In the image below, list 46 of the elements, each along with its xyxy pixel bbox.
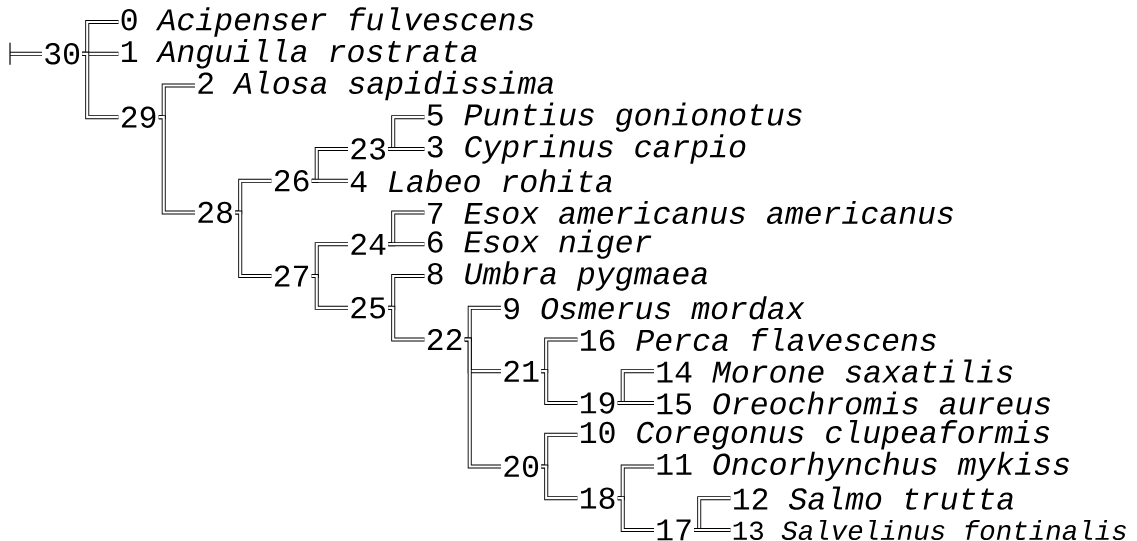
node-number: 23 [351, 138, 385, 160]
node-number: 30 [45, 43, 80, 65]
node-number: 24 [351, 233, 386, 255]
taxon-label: 15 Oreochromis aureus [657, 391, 1050, 415]
taxon-label: 2 Alosa sapidissima [198, 70, 553, 101]
root-branch [10, 51, 42, 56]
taxon-label: 6 Esox niger [428, 229, 652, 259]
node-number: 19 [581, 392, 615, 414]
node-number: 29 [121, 106, 156, 128]
tree-branch [617, 401, 654, 405]
tree-branch [541, 369, 578, 405]
node-number: 27 [274, 265, 309, 287]
tree-branch [617, 496, 654, 532]
taxon-label: 3 Cyprinus carpio [427, 134, 746, 164]
taxon-label: 9 Osmerus mordax [504, 296, 805, 320]
node-number: 25 [351, 297, 385, 319]
taxon-label: 1 Anguilla rostrata [122, 39, 477, 69]
tree-branch [694, 528, 731, 532]
taxon-label: 12 Salmo trutta [734, 486, 1013, 510]
taxon-label: 16 Perca flavescens [581, 327, 936, 352]
taxon-label: 7 Esox americanus americanus [428, 200, 953, 225]
taxon-label: 13 Salvelinus fontinalis [733, 519, 1126, 541]
tree-branch [388, 305, 425, 342]
tree-branch [464, 337, 501, 469]
node-number: 20 [504, 455, 539, 478]
taxon-label: 5 Puntius gonionotus [427, 102, 802, 132]
taxon-label: 11 Oncorhynchus mykiss [657, 451, 1069, 482]
tree-branch [388, 147, 425, 151]
tree-branch [388, 242, 425, 247]
taxon-label: 0 Acipenser fulvescens [121, 7, 534, 37]
node-number: 17 [657, 519, 691, 541]
taxon-label: 14 Morone saxatilis [657, 359, 1013, 383]
node-number: 22 [427, 328, 462, 350]
node-number: 28 [198, 201, 232, 224]
tree-branch [311, 178, 348, 183]
node-number: 18 [581, 487, 615, 509]
tree-branch [541, 464, 578, 501]
taxon-label: 10 Coregonus clupeaformis [581, 420, 1050, 450]
tree-branch [158, 115, 195, 215]
taxon-label: 8 Umbra pygmaea [427, 261, 707, 291]
tree-branch [311, 274, 348, 310]
node-number: 21 [504, 360, 539, 382]
node-number: 26 [274, 170, 309, 192]
tree-branch [235, 210, 272, 278]
taxon-label: 4 Labeo rohita [350, 169, 612, 193]
tree-branch [82, 51, 119, 120]
